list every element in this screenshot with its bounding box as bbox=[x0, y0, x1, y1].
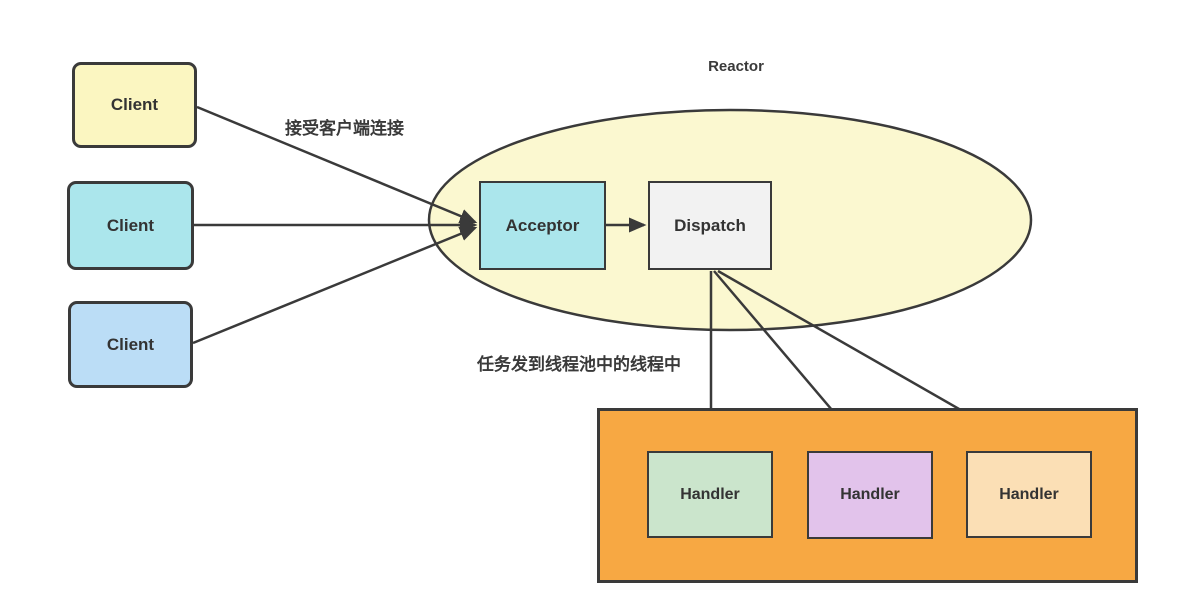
client-node-2-label: Client bbox=[106, 215, 155, 235]
arrow-client3-to-acceptor bbox=[192, 226, 478, 345]
reactor-title: Reactor bbox=[708, 58, 764, 75]
client-node-2: Client bbox=[67, 181, 194, 270]
client-node-3: Client bbox=[68, 301, 193, 388]
handler-node-2-label: Handler bbox=[840, 486, 900, 503]
acceptor-node-label: Acceptor bbox=[505, 215, 580, 235]
handler-node-1-label: Handler bbox=[680, 485, 740, 503]
dispatch-node: Dispatch bbox=[648, 181, 772, 270]
handler-node-1: Handler bbox=[647, 451, 773, 538]
accept-connection-label: 接受客户端连接 bbox=[285, 119, 404, 138]
arrow-client1-to-acceptor bbox=[196, 105, 478, 224]
handler-node-3-label: Handler bbox=[999, 485, 1059, 503]
handler-node-3: Handler bbox=[966, 451, 1092, 538]
client-node-1: Client bbox=[72, 62, 197, 148]
dispatch-to-pool-label: 任务发到线程池中的线程中 bbox=[477, 355, 681, 374]
dispatch-node-label: Dispatch bbox=[674, 215, 746, 235]
acceptor-node: Acceptor bbox=[479, 181, 606, 270]
client-node-1-label: Client bbox=[110, 95, 159, 114]
client-node-3-label: Client bbox=[106, 334, 155, 354]
handler-node-2: Handler bbox=[807, 451, 933, 539]
